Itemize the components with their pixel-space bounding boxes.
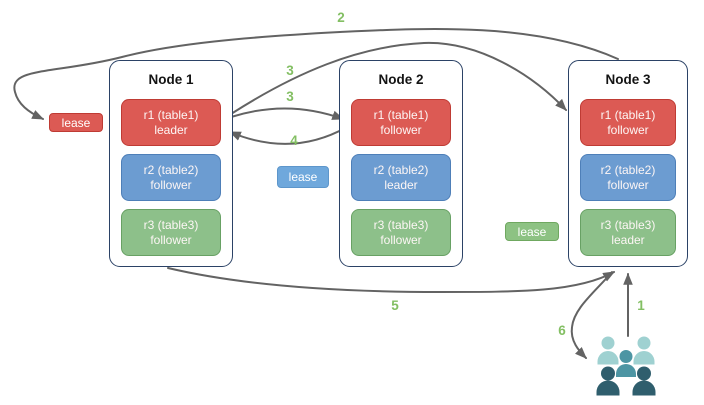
node-1-title: Node 1 (148, 72, 194, 87)
replica-box: r2 (table2) leader (351, 154, 451, 201)
replica-role-label: follower (380, 232, 422, 247)
node-3-title: Node 3 (605, 72, 651, 87)
step-label-3b: 3 (286, 89, 294, 104)
node-2-title: Node 2 (378, 72, 424, 87)
lease-label-r2: lease (277, 166, 329, 188)
replica-range-label: r3 (table3) (600, 217, 656, 232)
replica-role-label: leader (384, 177, 418, 192)
replica-role-label: leader (611, 232, 645, 247)
step-label-3a: 3 (286, 63, 294, 78)
node-1-replicas: r1 (table1) leader r2 (table2) follower … (121, 99, 221, 256)
replica-box: r1 (table1) follower (580, 99, 676, 146)
replica-range-label: r1 (table1) (373, 107, 429, 122)
arrow-step-5-node1-to-node3 (167, 267, 616, 294)
node-2-replicas: r1 (table1) follower r2 (table2) leader … (351, 99, 451, 256)
step-label-6: 6 (558, 323, 566, 338)
replica-range-label: r2 (table2) (600, 162, 656, 177)
replica-range-label: r3 (table3) (143, 217, 199, 232)
step-label-2: 2 (337, 10, 345, 25)
replica-box: r2 (table2) follower (121, 154, 221, 201)
replica-range-label: r3 (table3) (373, 217, 429, 232)
replica-range-label: r2 (table2) (143, 162, 199, 177)
arrow-step-6-node3-to-users (570, 271, 613, 359)
node-3-replicas: r1 (table1) follower r2 (table2) followe… (580, 99, 676, 256)
replica-box: r3 (table3) follower (351, 209, 451, 256)
node-2-box: Node 2 r1 (table1) follower r2 (table2) … (339, 60, 463, 267)
replica-box: r1 (table1) leader (121, 99, 221, 146)
replica-range-label: r2 (table2) (373, 162, 429, 177)
lease-label-r3: lease (505, 222, 559, 241)
lease-label-r1: lease (49, 113, 103, 132)
arrow-step-3-leader-to-node3 (230, 41, 567, 115)
node-3-box: Node 3 r1 (table1) follower r2 (table2) … (568, 60, 688, 267)
replica-box: r1 (table1) follower (351, 99, 451, 146)
step-label-5: 5 (391, 298, 399, 313)
arrow-step-3-leader-to-node2 (230, 107, 345, 120)
replica-range-label: r1 (table1) (143, 107, 199, 122)
users-group-icon (596, 336, 656, 396)
replica-box: r3 (table3) follower (121, 209, 221, 256)
replica-role-label: follower (150, 177, 192, 192)
node-1-box: Node 1 r1 (table1) leader r2 (table2) fo… (109, 60, 233, 267)
replica-role-label: follower (150, 232, 192, 247)
replica-range-label: r1 (table1) (600, 107, 656, 122)
replica-role-label: follower (607, 177, 649, 192)
replica-box: r3 (table3) leader (580, 209, 676, 256)
replica-role-label: leader (154, 122, 188, 137)
step-label-1: 1 (637, 298, 645, 313)
step-label-4: 4 (290, 133, 298, 148)
replica-role-label: follower (380, 122, 422, 137)
arrow-step-2-node3-to-lease (13, 27, 619, 120)
replica-role-label: follower (607, 122, 649, 137)
replica-box: r2 (table2) follower (580, 154, 676, 201)
arrow-step-4-node2-to-leader (228, 126, 348, 145)
